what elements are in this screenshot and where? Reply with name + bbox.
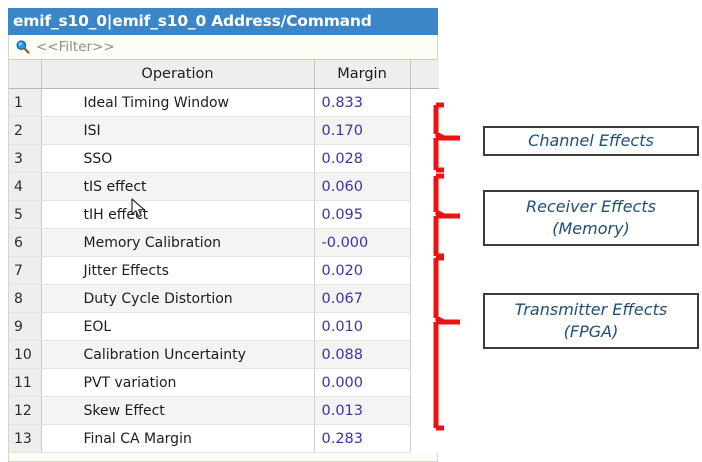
cell-spacer xyxy=(410,200,439,229)
cell-operation[interactable]: Memory Calibration xyxy=(41,228,315,257)
annotation-label: Channel Effects xyxy=(528,131,654,151)
cell-operation[interactable]: SSO xyxy=(41,144,315,173)
cell-margin[interactable]: 0.170 xyxy=(314,116,411,145)
table-header-row: Operation Margin xyxy=(9,60,439,89)
cell-spacer xyxy=(410,116,439,145)
margin-report-panel: emif_s10_0|emif_s10_0 Address/Command <<… xyxy=(8,8,439,462)
cell-spacer xyxy=(410,284,439,313)
cell-margin[interactable]: 0.833 xyxy=(314,88,411,117)
cell-spacer xyxy=(410,396,439,425)
cell-margin[interactable]: 0.010 xyxy=(314,312,411,341)
row-index[interactable]: 2 xyxy=(9,116,42,145)
cell-operation[interactable]: EOL xyxy=(41,312,315,341)
row-index[interactable]: 11 xyxy=(9,368,42,397)
table-footer-strip xyxy=(8,453,438,462)
cell-operation[interactable]: Jitter Effects xyxy=(41,256,315,285)
cell-operation[interactable]: PVT variation xyxy=(41,368,315,397)
annotation-label-line1: Receiver Effects xyxy=(526,197,656,217)
cell-operation[interactable]: Ideal Timing Window xyxy=(41,88,315,117)
row-index[interactable]: 13 xyxy=(9,424,42,453)
annotation-transmitter-effects: Transmitter Effects (FPGA) xyxy=(483,293,699,349)
cell-spacer xyxy=(410,312,439,341)
row-index[interactable]: 10 xyxy=(9,340,42,369)
window-title-bar: emif_s10_0|emif_s10_0 Address/Command xyxy=(8,8,438,35)
cell-operation[interactable]: Duty Cycle Distortion xyxy=(41,284,315,313)
cell-margin[interactable]: 0.028 xyxy=(314,144,411,173)
filter-row[interactable]: <<Filter>> xyxy=(8,35,438,60)
row-index[interactable]: 1 xyxy=(9,88,42,117)
filter-placeholder: <<Filter>> xyxy=(36,39,115,55)
cell-operation[interactable]: Skew Effect xyxy=(41,396,315,425)
row-index[interactable]: 6 xyxy=(9,228,42,257)
annotation-label-line2: (Memory) xyxy=(552,219,630,238)
cell-margin[interactable]: 0.283 xyxy=(314,424,411,453)
cell-spacer xyxy=(410,340,439,369)
cell-spacer xyxy=(410,88,439,117)
cell-margin[interactable]: 0.013 xyxy=(314,396,411,425)
annotation-label-line2: (FPGA) xyxy=(563,322,619,341)
cell-margin[interactable]: 0.067 xyxy=(314,284,411,313)
cell-spacer xyxy=(410,144,439,173)
annotation-label: Receiver Effects (Memory) xyxy=(526,196,656,239)
cell-spacer xyxy=(410,228,439,257)
column-header-operation[interactable]: Operation xyxy=(41,60,315,89)
cell-spacer xyxy=(410,256,439,285)
annotation-label-line1: Transmitter Effects xyxy=(514,300,668,320)
cell-operation[interactable]: Final CA Margin xyxy=(41,424,315,453)
annotation-receiver-effects: Receiver Effects (Memory) xyxy=(483,190,699,246)
annotation-label: Transmitter Effects (FPGA) xyxy=(515,299,667,342)
cell-margin[interactable]: 0.060 xyxy=(314,172,411,201)
row-index[interactable]: 9 xyxy=(9,312,42,341)
search-icon xyxy=(16,40,30,54)
cell-operation[interactable]: Calibration Uncertainty xyxy=(41,340,315,369)
column-header-margin[interactable]: Margin xyxy=(314,60,411,89)
cell-margin[interactable]: 0.095 xyxy=(314,200,411,229)
cell-operation[interactable]: tIH effect xyxy=(41,200,315,229)
cell-margin[interactable]: -0.000 xyxy=(314,228,411,257)
cell-operation[interactable]: tIS effect xyxy=(41,172,315,201)
column-header-spacer xyxy=(410,60,439,89)
annotation-channel-effects: Channel Effects xyxy=(483,126,699,156)
cell-operation[interactable]: ISI xyxy=(41,116,315,145)
cell-spacer xyxy=(410,424,439,453)
cell-margin[interactable]: 0.000 xyxy=(314,368,411,397)
row-index[interactable]: 5 xyxy=(9,200,42,229)
row-index[interactable]: 4 xyxy=(9,172,42,201)
row-index[interactable]: 7 xyxy=(9,256,42,285)
cell-margin[interactable]: 0.020 xyxy=(314,256,411,285)
row-index[interactable]: 3 xyxy=(9,144,42,173)
row-index[interactable]: 8 xyxy=(9,284,42,313)
cell-spacer xyxy=(410,172,439,201)
cell-margin[interactable]: 0.088 xyxy=(314,340,411,369)
row-index[interactable]: 12 xyxy=(9,396,42,425)
cell-spacer xyxy=(410,368,439,397)
column-header-index[interactable] xyxy=(9,60,42,89)
